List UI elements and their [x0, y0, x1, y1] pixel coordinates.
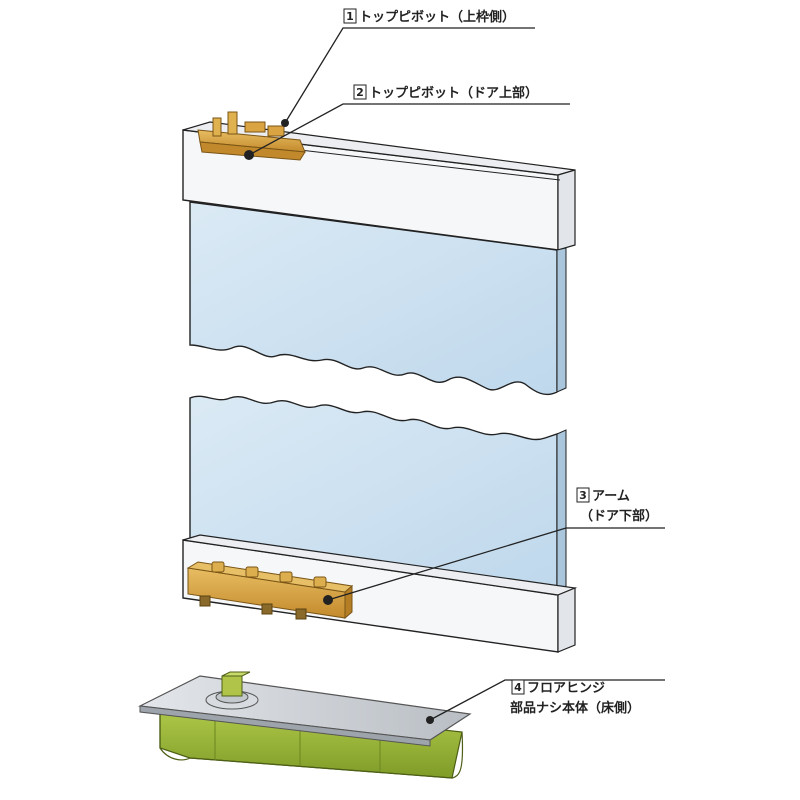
callout-1: 1 トップピボット（上枠側）: [343, 8, 515, 25]
leader-line-1: [284, 27, 535, 124]
leader-line-2: [248, 103, 570, 156]
top-frame-side: [557, 169, 576, 251]
svg-text:4: 4: [514, 681, 522, 694]
lower-glass-panel: [189, 395, 558, 591]
lower-glass-edge: [556, 429, 567, 591]
upper-door-section: [182, 111, 576, 396]
callout-2: 2 トップピボット（ドア上部）: [353, 84, 538, 101]
callout-3: 3 アーム （ドア下部）: [576, 487, 658, 524]
label-top-pivot-frame: トップピボット（上枠側）: [359, 9, 515, 25]
upper-glass-edge: [556, 247, 567, 393]
upper-glass-panel: [189, 201, 558, 396]
label-floor-hinge: フロアヒンジ: [527, 681, 605, 696]
top-frame-groove: [299, 149, 561, 181]
leader-lines: [248, 27, 665, 721]
svg-text:2: 2: [356, 86, 364, 99]
svg-text:3: 3: [579, 489, 587, 502]
svg-text:1: 1: [346, 10, 354, 23]
brass-arm-hardware-icon: [186, 561, 354, 620]
floor-hinge-unit-icon: [137, 671, 472, 779]
brass-pivot-hardware-icon: [197, 111, 306, 161]
leader-line-3: [327, 527, 665, 601]
label-arm: アーム: [592, 489, 630, 504]
label-arm-sub: （ドア下部）: [580, 508, 658, 524]
callout-4: 4 フロアヒンジ 部品ナシ本体（床側）: [510, 679, 640, 716]
label-floor-hinge-sub: 部品ナシ本体（床側）: [510, 700, 640, 716]
bottom-rail-side: [557, 587, 576, 653]
leader-line-4: [429, 679, 665, 721]
label-top-pivot-door: トップピボット（ドア上部）: [369, 85, 538, 101]
lower-door-section: [182, 395, 578, 653]
